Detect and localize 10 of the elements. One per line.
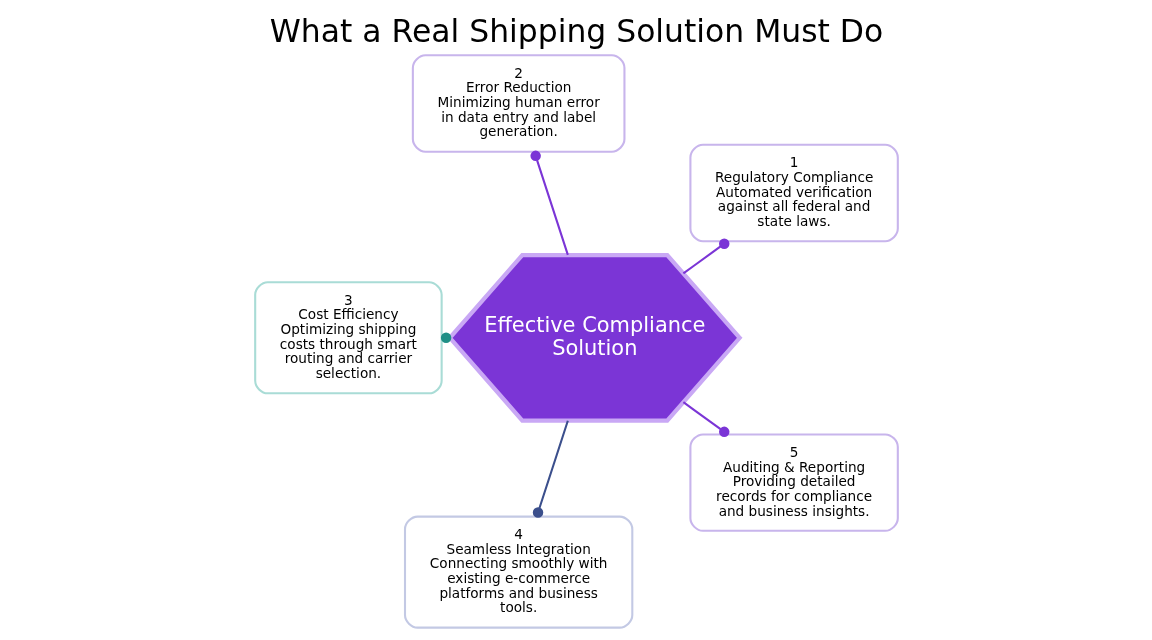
node-box: 4 Seamless Integration Connecting smoothly with existing e-commerce platforms and business tools. [403,515,633,629]
node-box: 3 Cost Efficiency Optimizing shipping costs through smart routing and carrier selection. [253,281,443,395]
diagram-title: What a Real Shipping Solution Must Do [269,12,883,49]
connector [532,420,569,518]
connector [682,401,729,438]
connector [682,238,729,275]
connector [529,150,569,256]
node-box: 1 Regulatory Compliance Automated verification against all federal and state laws. [688,143,899,243]
node-box: 5 Auditing & Reporting Providing detailed records for compliance and business insights. [688,433,899,532]
node-box: 2 Error Reduction Minimizing human error in data entry and label generation. [411,54,625,153]
